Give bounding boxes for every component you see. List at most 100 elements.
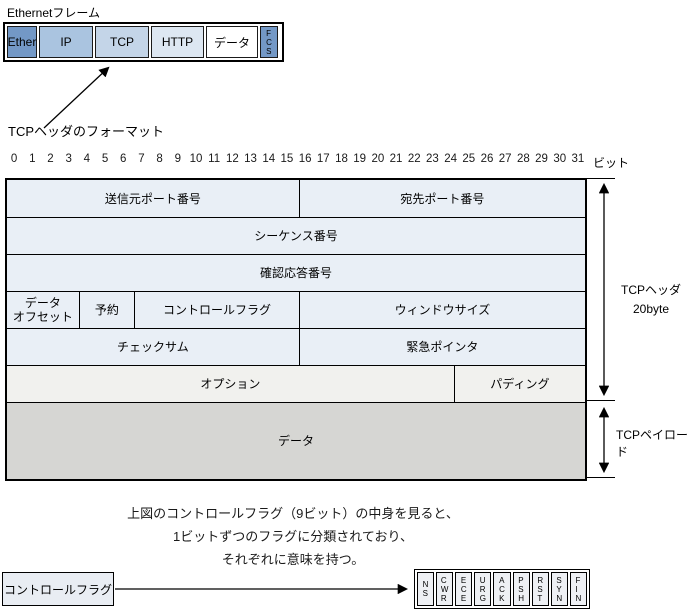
bit-number-8: 8 (156, 153, 163, 165)
field-cell: データ (7, 403, 585, 479)
field-label: 予約 (94, 303, 119, 317)
description-line-2: 1ビットずつのフラグに分類されており、 (173, 529, 413, 544)
table-row-1: 送信元ポート番号 宛先ポート番号 (7, 180, 585, 217)
field-cell: 予約 (78, 292, 135, 328)
field-label: 確認応答番号 (259, 266, 332, 280)
bit-number-15: 15 (280, 153, 294, 165)
ethernet-box-tcp: TCP (95, 26, 149, 58)
field-label: 緊急ポインタ (406, 340, 479, 354)
field-label: コントロールフラグ (163, 303, 272, 317)
field-label: シーケンス番号 (254, 229, 338, 243)
table-row-4: データオフセット 予約 コントロールフラグ ウィンドウサイズ (7, 291, 585, 328)
tcp-format-label: TCPヘッダのフォーマット (8, 124, 165, 139)
field-cell: ウィンドウサイズ (298, 292, 585, 328)
table-row-5: チェックサム 緊急ポインタ (7, 328, 585, 365)
description-line-3: それぞれに意味を持つ。 (221, 552, 365, 567)
bit-number-25: 25 (462, 153, 476, 165)
field-cell: 送信元ポート番号 (7, 180, 299, 217)
bit-number-13: 13 (244, 153, 257, 165)
bit-number-30: 30 (553, 153, 567, 165)
tcp-header-size-line1: TCPヘッダ (620, 283, 681, 297)
bit-number-26: 26 (480, 153, 494, 165)
bit-number-12: 12 (225, 153, 239, 165)
ethernet-box-ether: Ether (7, 26, 37, 58)
bit-number-1: 1 (29, 153, 36, 165)
bit-number-7: 7 (138, 153, 145, 165)
tcp-header-size-line2: 20byte (632, 302, 670, 316)
field-cell: データオフセット (7, 292, 79, 328)
ethernet-box-http: HTTP (151, 26, 204, 58)
ethernet-box-data: データ (206, 26, 258, 58)
field-label: 宛先ポート番号 (400, 191, 485, 206)
field-cell: 確認応答番号 (7, 255, 585, 291)
description-text: 上図のコントロールフラグ（9ビット）の中身を見ると、 1ビットずつのフラグに分類… (58, 502, 528, 571)
control-flag-box: コントロールフラグ (2, 572, 114, 606)
field-label: データオフセット (12, 296, 73, 324)
tcp-header-size-label: TCPヘッダ 20byte (611, 281, 691, 319)
ethernet-box-ip: IP (39, 26, 93, 58)
bit-number-16: 16 (298, 153, 312, 165)
field-cell: 緊急ポインタ (298, 329, 585, 365)
bit-number-24: 24 (444, 153, 457, 165)
bit-number-6: 6 (120, 153, 127, 165)
bit-number-9: 9 (174, 153, 181, 165)
table-row-3: 確認応答番号 (7, 254, 585, 291)
field-cell: コントロールフラグ (134, 292, 299, 328)
field-cell: チェックサム (7, 329, 299, 365)
tcp-header-table: 送信元ポート番号 宛先ポート番号シーケンス番号確認応答番号データオフセット 予約 コン… (5, 178, 587, 481)
field-label: パディング (490, 377, 550, 391)
field-label: チェックサム (117, 340, 189, 354)
bit-number-20: 20 (371, 153, 385, 165)
field-label: オプション (200, 377, 261, 391)
ethernet-frame-label: Ethernetフレーム (7, 6, 101, 20)
table-row-7: データ (7, 402, 585, 479)
bit-number-21: 21 (389, 153, 403, 165)
bit-number-28: 28 (516, 153, 530, 165)
bit-number-3: 3 (65, 153, 72, 165)
bit-number-19: 19 (353, 153, 367, 165)
table-row-2: シーケンス番号 (7, 217, 585, 254)
bit-number-31: 31 (571, 153, 585, 165)
field-cell: 宛先ポート番号 (298, 180, 585, 217)
bit-number-5: 5 (101, 153, 109, 165)
bit-number-18: 18 (335, 153, 348, 165)
bit-number-0: 0 (10, 153, 18, 165)
bit-number-17: 17 (316, 153, 330, 165)
description-line-1: 上図のコントロールフラグ（9ビット）の中身を見ると、 (127, 506, 459, 521)
field-cell: オプション (7, 366, 454, 402)
bit-number-22: 22 (407, 153, 421, 165)
table-row-6: オプション パディング (7, 365, 585, 402)
tcp-payload-label: TCPペイロード (616, 428, 689, 459)
bit-number-14: 14 (262, 153, 276, 165)
bit-number-29: 29 (535, 153, 548, 165)
bit-number-10: 10 (189, 153, 203, 165)
field-cell: パディング (453, 366, 585, 402)
field-label: 送信元ポート番号 (104, 191, 201, 206)
field-cell: シーケンス番号 (7, 218, 585, 254)
bit-number-27: 27 (498, 153, 512, 165)
bit-number-2: 2 (47, 153, 54, 165)
bit-number-23: 23 (426, 153, 439, 165)
bit-unit-label: ビット (593, 156, 630, 170)
tcp-format-pointer-arrow (43, 66, 110, 129)
bit-number-11: 11 (208, 153, 221, 165)
